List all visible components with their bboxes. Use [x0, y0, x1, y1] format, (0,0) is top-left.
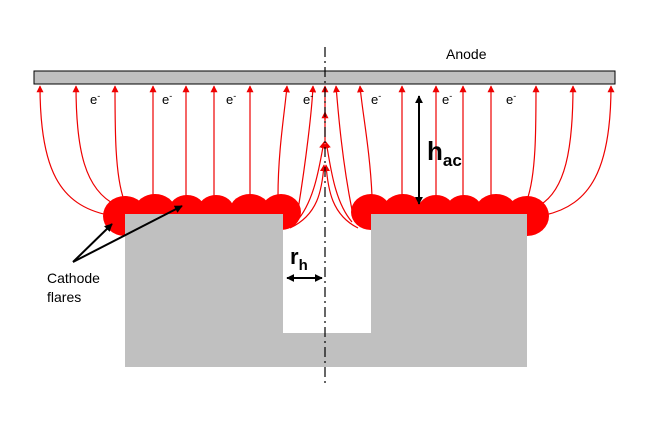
field-lines [36, 85, 615, 229]
flare-pointer-arrow-1 [72, 223, 113, 263]
hac-label: hac [427, 136, 462, 170]
flare-pointer-arrow-2 [72, 205, 183, 263]
cathode-flares-label: Cathode flares [47, 270, 104, 305]
svg-text:e-: e- [506, 91, 516, 107]
svg-text:e-: e- [371, 91, 381, 107]
svg-text:e-: e- [303, 91, 313, 107]
svg-text:e-: e- [226, 91, 236, 107]
rh-label: rh [290, 244, 308, 274]
anode-label: Anode [446, 46, 487, 62]
svg-text:e-: e- [442, 91, 452, 107]
svg-text:e-: e- [90, 91, 100, 107]
electron-labels: e- e- e- e- e- e- e- [90, 91, 516, 107]
cathode-left-top [125, 214, 283, 236]
svg-text:e-: e- [162, 91, 172, 107]
cathode-body [125, 214, 527, 367]
cathode-right-top [371, 214, 527, 236]
